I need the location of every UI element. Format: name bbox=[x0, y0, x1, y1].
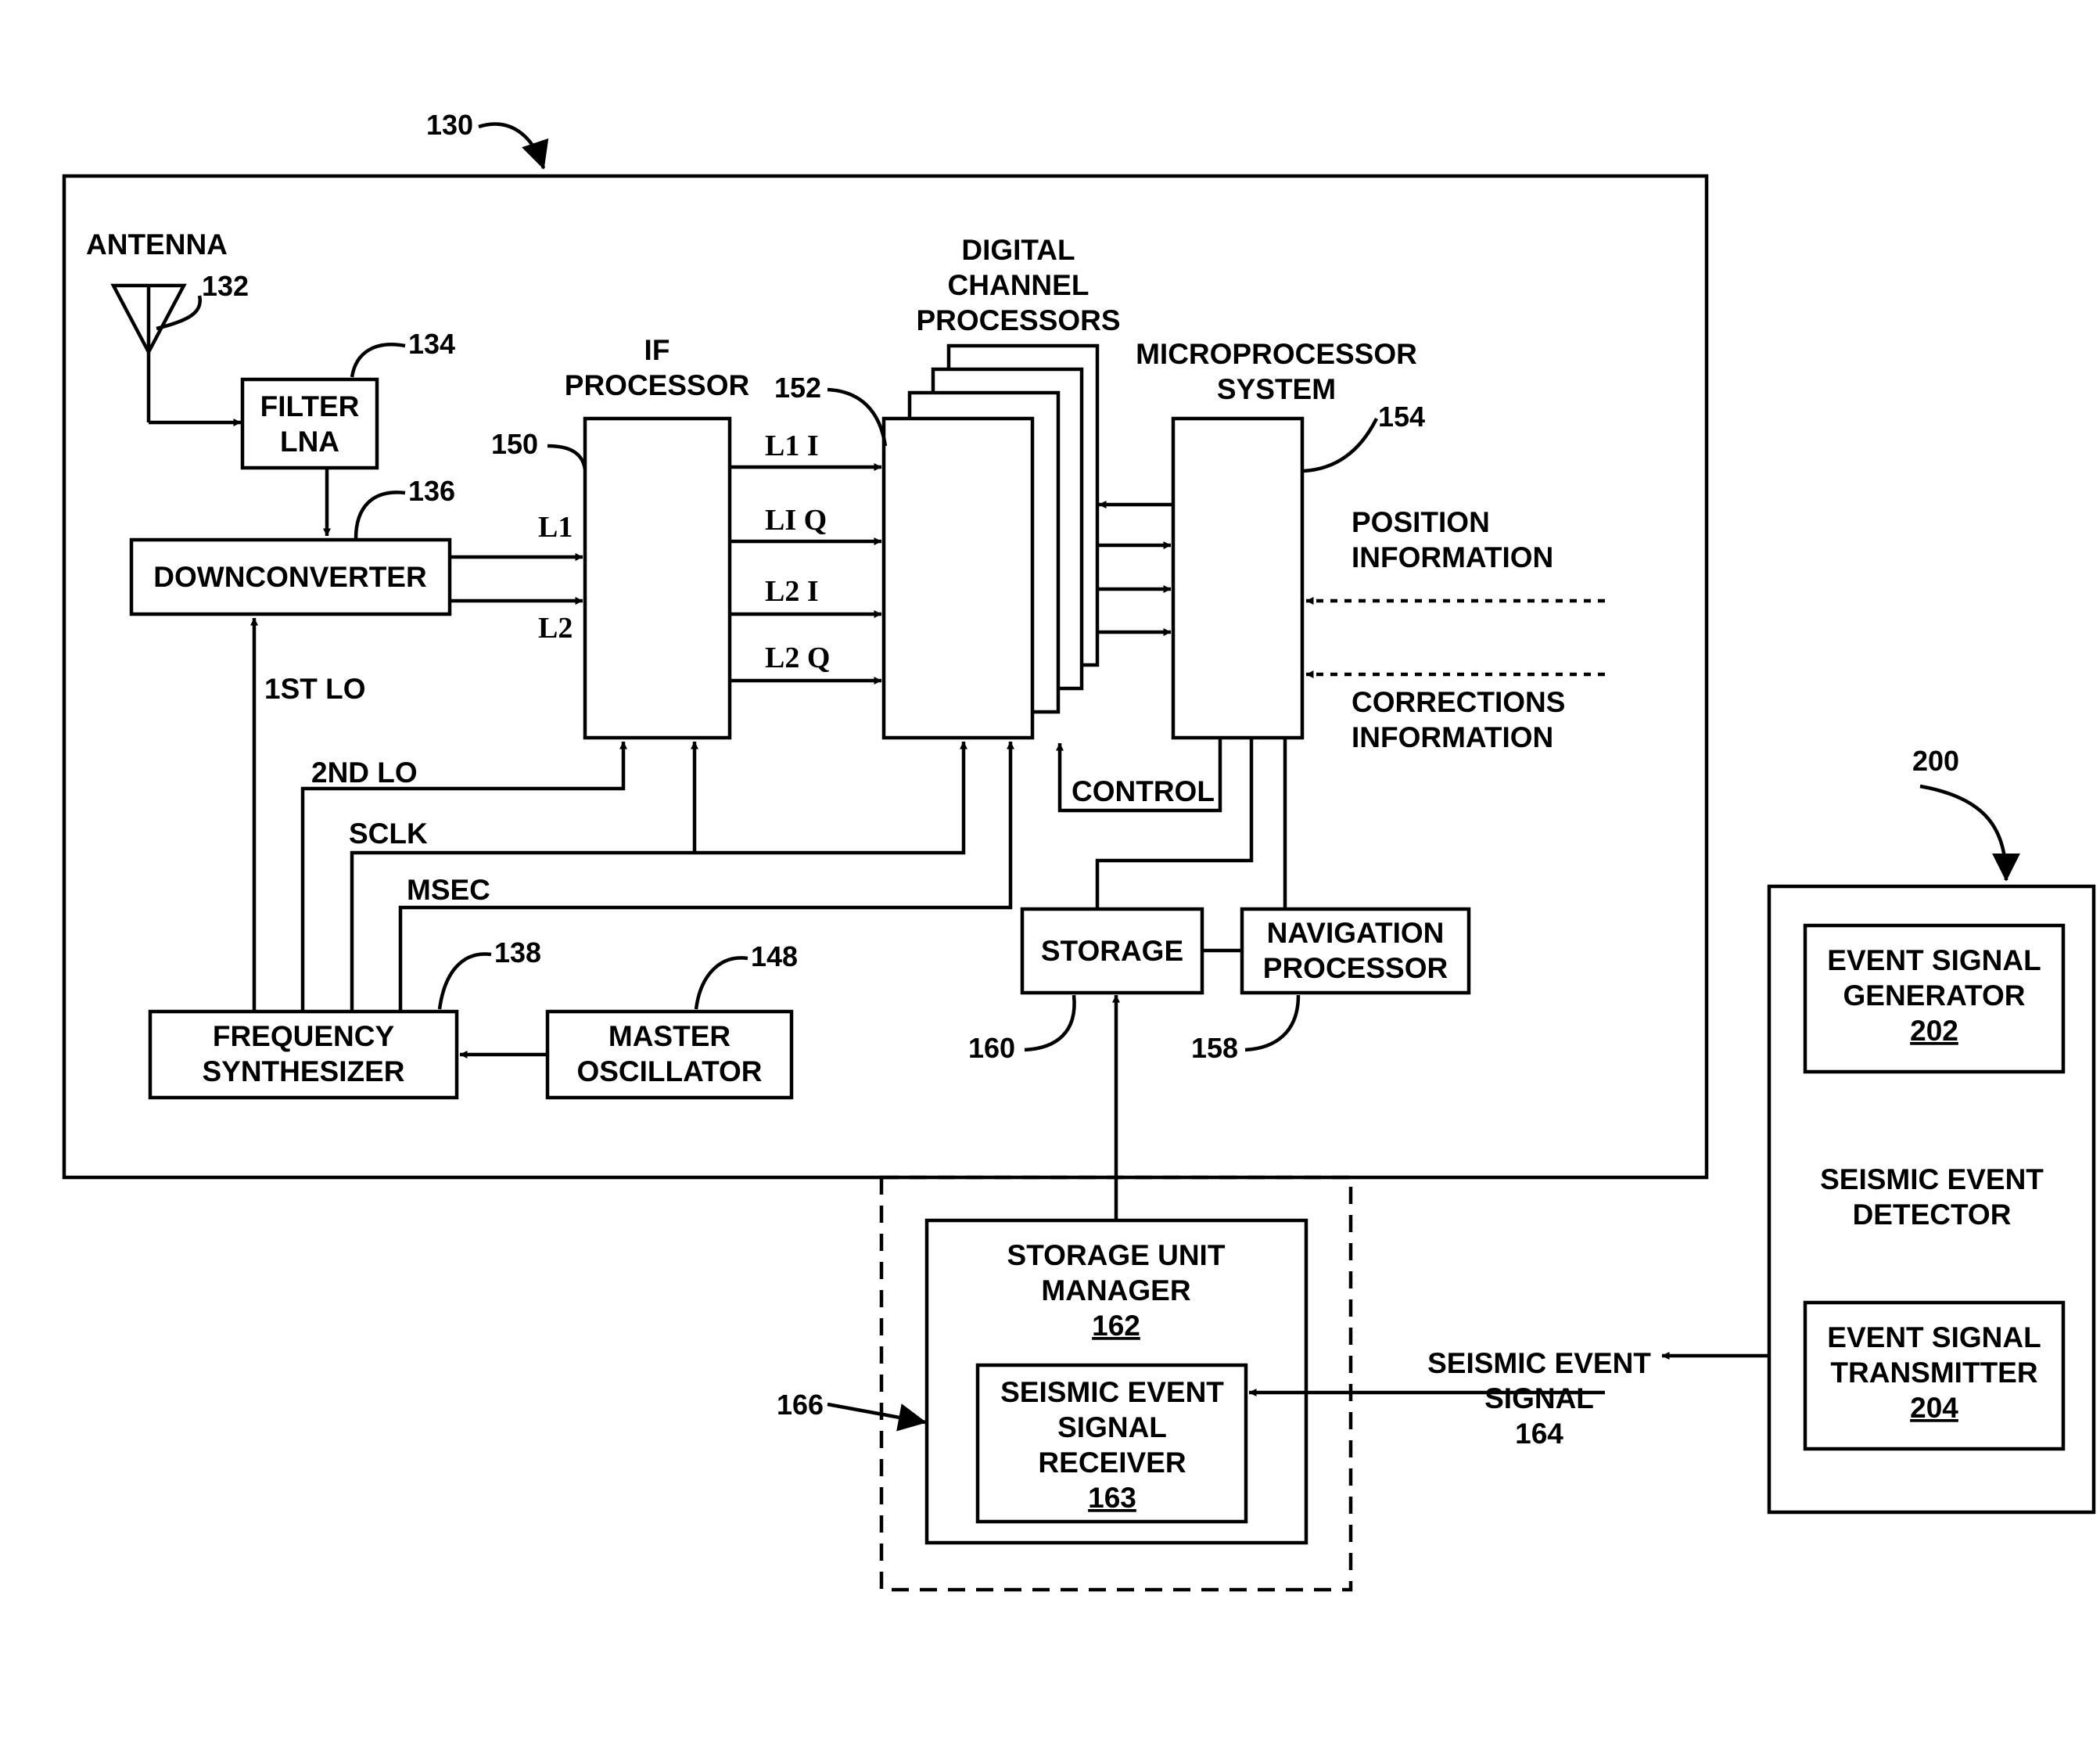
dcp-label-3: PROCESSORS bbox=[916, 304, 1120, 336]
msec-line bbox=[400, 742, 1011, 1011]
master-osc-label-1: MASTER bbox=[608, 1020, 731, 1052]
ser-label-2: SIGNAL bbox=[1057, 1411, 1167, 1443]
nav-proc-label-1: NAVIGATION bbox=[1267, 917, 1445, 949]
ref-166: 166 bbox=[777, 1389, 824, 1421]
filter-lna-label-2: LNA bbox=[280, 426, 339, 458]
sum-label-1: STORAGE UNIT bbox=[1007, 1239, 1226, 1271]
ref-130-leader bbox=[479, 124, 544, 168]
freq-synth-label-2: SYNTHESIZER bbox=[202, 1055, 404, 1087]
ref-136: 136 bbox=[408, 475, 455, 507]
ref-150-leader bbox=[547, 446, 585, 469]
microprocessor-box bbox=[1173, 419, 1302, 738]
ref-160-leader bbox=[1025, 995, 1075, 1050]
antenna-label: ANTENNA bbox=[86, 228, 228, 261]
l2q-label: L2 Q bbox=[765, 642, 830, 674]
corrections-info-label-2: INFORMATION bbox=[1352, 721, 1553, 753]
corrections-info-label-1: CORRECTIONS bbox=[1352, 686, 1565, 718]
ses-label-1: SEISMIC EVENT bbox=[1427, 1347, 1651, 1379]
ref-130: 130 bbox=[426, 109, 473, 141]
sclk-label: SCLK bbox=[349, 818, 428, 850]
esg-label-ref: 202 bbox=[1910, 1015, 1958, 1047]
ref-158-leader bbox=[1245, 995, 1298, 1050]
master-osc-label-2: OSCILLATOR bbox=[576, 1055, 762, 1087]
l2i-label: L2 I bbox=[765, 575, 819, 608]
ref-158: 158 bbox=[1191, 1032, 1238, 1064]
dcp-label-1: DIGITAL bbox=[961, 234, 1075, 266]
ref-200: 200 bbox=[1912, 745, 1959, 777]
ses-label-ref: 164 bbox=[1515, 1418, 1563, 1450]
ref-134-leader bbox=[352, 344, 405, 377]
ref-138: 138 bbox=[494, 936, 541, 969]
ref-152-leader bbox=[827, 390, 885, 446]
if-processor-box bbox=[585, 419, 730, 738]
freq-synth-label-1: FREQUENCY bbox=[213, 1020, 395, 1052]
filter-lna-label-1: FILTER bbox=[260, 390, 360, 422]
ref-134: 134 bbox=[408, 328, 455, 360]
micro-to-storage-line bbox=[1097, 738, 1251, 907]
ref-136-leader bbox=[356, 492, 405, 538]
ref-152: 152 bbox=[774, 372, 821, 404]
sum-label-2: MANAGER bbox=[1041, 1274, 1190, 1306]
dcp-label-2: CHANNEL bbox=[948, 269, 1089, 301]
ses-label-2: SIGNAL bbox=[1484, 1382, 1594, 1414]
ref-160: 160 bbox=[968, 1032, 1015, 1064]
nav-proc-label-2: PROCESSOR bbox=[1263, 952, 1448, 984]
est-label-ref: 204 bbox=[1910, 1392, 1958, 1424]
micro-label-1: MICROPROCESSOR bbox=[1136, 338, 1417, 370]
est-label-2: TRANSMITTER bbox=[1830, 1357, 2037, 1389]
dcp-box-1 bbox=[884, 419, 1032, 738]
first-lo-label: 1ST LO bbox=[264, 673, 366, 705]
ser-label-1: SEISMIC EVENT bbox=[1000, 1376, 1224, 1408]
control-label: CONTROL bbox=[1072, 775, 1215, 807]
ser-label-3: RECEIVER bbox=[1038, 1447, 1186, 1479]
sed-label-1: SEISMIC EVENT bbox=[1820, 1163, 2044, 1195]
est-label-1: EVENT SIGNAL bbox=[1827, 1321, 2041, 1353]
ref-154-leader bbox=[1304, 419, 1377, 471]
l1-label: L1 bbox=[538, 511, 573, 544]
ref-148: 148 bbox=[751, 940, 798, 972]
ref-200-leader bbox=[1920, 786, 2006, 880]
ref-154: 154 bbox=[1378, 401, 1425, 433]
antenna-icon bbox=[113, 286, 184, 422]
msec-label: MSEC bbox=[407, 874, 490, 906]
position-info-label-2: INFORMATION bbox=[1352, 541, 1553, 573]
storage-label: STORAGE bbox=[1041, 935, 1183, 967]
if-processor-label-1: IF bbox=[644, 334, 670, 366]
if-processor-label-2: PROCESSOR bbox=[565, 369, 749, 401]
l1i-label: L1 I bbox=[765, 429, 819, 462]
esg-label-1: EVENT SIGNAL bbox=[1827, 944, 2041, 976]
micro-label-2: SYSTEM bbox=[1217, 373, 1336, 405]
esg-label-2: GENERATOR bbox=[1843, 979, 2026, 1012]
ref-148-leader bbox=[696, 958, 748, 1009]
ref-132: 132 bbox=[202, 270, 249, 302]
l1q-label: LI Q bbox=[765, 504, 827, 537]
second-lo-label: 2ND LO bbox=[311, 757, 418, 789]
sed-label-2: DETECTOR bbox=[1853, 1199, 2012, 1231]
downconverter-label: DOWNCONVERTER bbox=[153, 561, 426, 593]
position-info-label-1: POSITION bbox=[1352, 506, 1490, 538]
sum-label-ref: 162 bbox=[1092, 1310, 1140, 1342]
ref-166-leader bbox=[827, 1404, 925, 1422]
ref-138-leader bbox=[440, 954, 491, 1009]
l2-label: L2 bbox=[538, 612, 573, 645]
ser-label-ref: 163 bbox=[1088, 1482, 1136, 1514]
ref-150: 150 bbox=[491, 428, 538, 460]
